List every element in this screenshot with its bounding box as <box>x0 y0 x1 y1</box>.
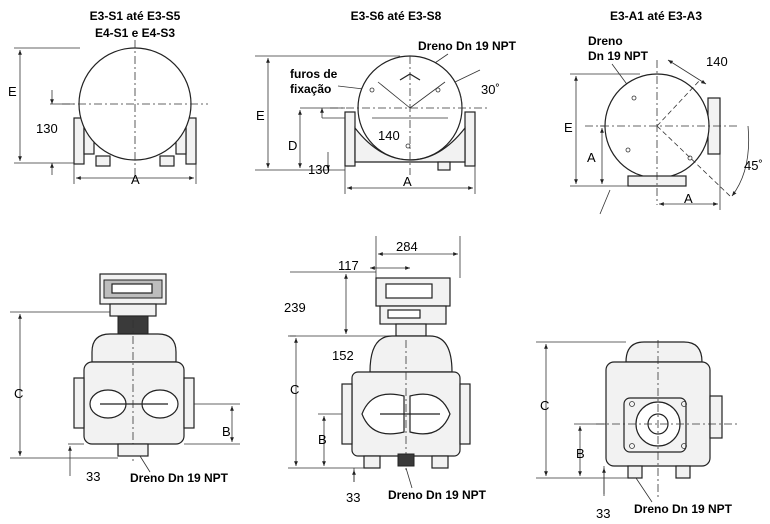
register-adapter <box>395 323 427 337</box>
drain-plug <box>397 453 415 467</box>
angle-30-label: 30˚ <box>481 82 500 97</box>
dim-b-label: B <box>222 424 231 439</box>
drain-note: Dreno Dn 19 NPT <box>634 502 733 516</box>
lower-body <box>354 126 466 163</box>
mount-hole <box>687 155 693 161</box>
drain-leader <box>635 477 653 503</box>
view-e3-s6-title: E3-S6 até E3-S8 <box>351 9 442 23</box>
dim-140-arrow <box>667 59 707 85</box>
view-e3-s1-title-line2: E4-S1 e E4-S3 <box>95 26 175 40</box>
mount-hole <box>631 95 637 101</box>
view-e3-s1-title-line1: E3-S1 até E3-S5 <box>90 9 181 23</box>
mount-hole <box>405 143 411 149</box>
register-window <box>385 283 433 299</box>
drain-note-line2: Dn 19 NPT <box>588 49 649 63</box>
drain-boss <box>117 443 149 457</box>
bolt-hole <box>629 443 635 449</box>
dim-140-label: 140 <box>706 54 728 69</box>
side-flange <box>709 395 723 439</box>
view-e3-s1-end: E3-S1 até E3-S5 E4-S1 e E4-S3 E 130 A <box>8 9 208 187</box>
radial-line-45 <box>656 125 731 197</box>
dim-130-label: 130 <box>36 121 58 136</box>
view-e3-s6-end: E3-S6 até E3-S8 Dreno Dn 19 NPT furos de… <box>255 9 517 194</box>
drain-fitting <box>437 161 451 171</box>
dim-c-label: C <box>290 382 299 397</box>
mount-hole <box>625 147 631 153</box>
dim-33-label: 33 <box>86 469 100 484</box>
dome-cover <box>625 341 703 363</box>
dim-a-label: A <box>403 174 412 189</box>
left-flange <box>344 111 356 167</box>
foot-right <box>675 465 691 479</box>
drain-leader <box>139 455 151 473</box>
inlet-flange <box>73 377 85 429</box>
angle-arc <box>731 125 749 197</box>
view-e3-a1-end: E3-A1 até E3-A3 Dreno Dn 19 NPT 140 E A … <box>564 9 763 215</box>
dim-b-label: B <box>576 446 585 461</box>
outlet-flange <box>183 377 195 429</box>
drain-leader <box>405 467 413 489</box>
foot-left <box>627 465 643 479</box>
dim-e-label: E <box>564 120 573 135</box>
dim-e-label: E <box>8 84 17 99</box>
mount-holes-label-2: fixação <box>290 82 331 96</box>
dome-cover <box>369 335 453 373</box>
dim-c-label: C <box>14 386 23 401</box>
angle-45-label: 45˚ <box>744 158 763 173</box>
dim-117-label: 117 <box>338 258 359 273</box>
mount-hole <box>369 87 375 93</box>
bolt-hole <box>681 443 687 449</box>
register-adapter <box>109 303 157 317</box>
foot-left <box>95 155 111 167</box>
drain-note: Dreno Dn 19 NPT <box>130 471 229 485</box>
drain-note-line1: Dreno <box>588 34 623 48</box>
angle-arc <box>454 81 463 109</box>
drain-note: Dreno Dn 19 NPT <box>388 488 487 502</box>
view-e3-a1-title: E3-A1 até E3-A3 <box>610 9 702 23</box>
dim-a-horiz-label: A <box>684 191 693 206</box>
dim-b-label: B <box>318 432 327 447</box>
foot-left <box>363 455 381 469</box>
dim-c-label: C <box>540 398 549 413</box>
outlet-flange <box>459 383 471 445</box>
radial-line <box>409 81 446 109</box>
view-side-right: C B 33 Dreno Dn 19 NPT <box>536 340 740 521</box>
radial-line <box>377 81 411 109</box>
dim-d-label: D <box>288 138 297 153</box>
dim-a-label: A <box>131 172 140 187</box>
view-side-left: C B 33 Dreno Dn 19 NPT <box>10 273 240 485</box>
drain-leader-lower <box>599 189 611 215</box>
radial-line <box>656 79 701 127</box>
right-flange <box>464 111 476 167</box>
dim-e-label: E <box>256 108 265 123</box>
dim-284-label: 284 <box>396 239 418 254</box>
dim-130-label: 130 <box>308 162 330 177</box>
dim-140-label: 140 <box>378 128 400 143</box>
bolt-hole <box>681 401 687 407</box>
dome-cover <box>91 333 177 363</box>
foot-right <box>431 455 449 469</box>
foot-right <box>159 155 175 167</box>
drain-note: Dreno Dn 19 NPT <box>418 39 517 53</box>
counter-display <box>387 309 421 319</box>
dim-a-vert-label: A <box>587 150 596 165</box>
inlet-flange <box>341 383 353 445</box>
dim-33-label: 33 <box>596 506 610 521</box>
mount-holes-label-1: furos de <box>290 67 338 81</box>
dim-33-label: 33 <box>346 490 360 505</box>
dim-152-label: 152 <box>332 348 354 363</box>
view-side-middle: 284 117 239 152 C B <box>284 236 487 505</box>
bolt-hole <box>629 401 635 407</box>
dim-239-label: 239 <box>284 300 306 315</box>
counter-display <box>111 283 153 294</box>
angle-line <box>454 69 481 83</box>
mount-hole <box>435 87 441 93</box>
